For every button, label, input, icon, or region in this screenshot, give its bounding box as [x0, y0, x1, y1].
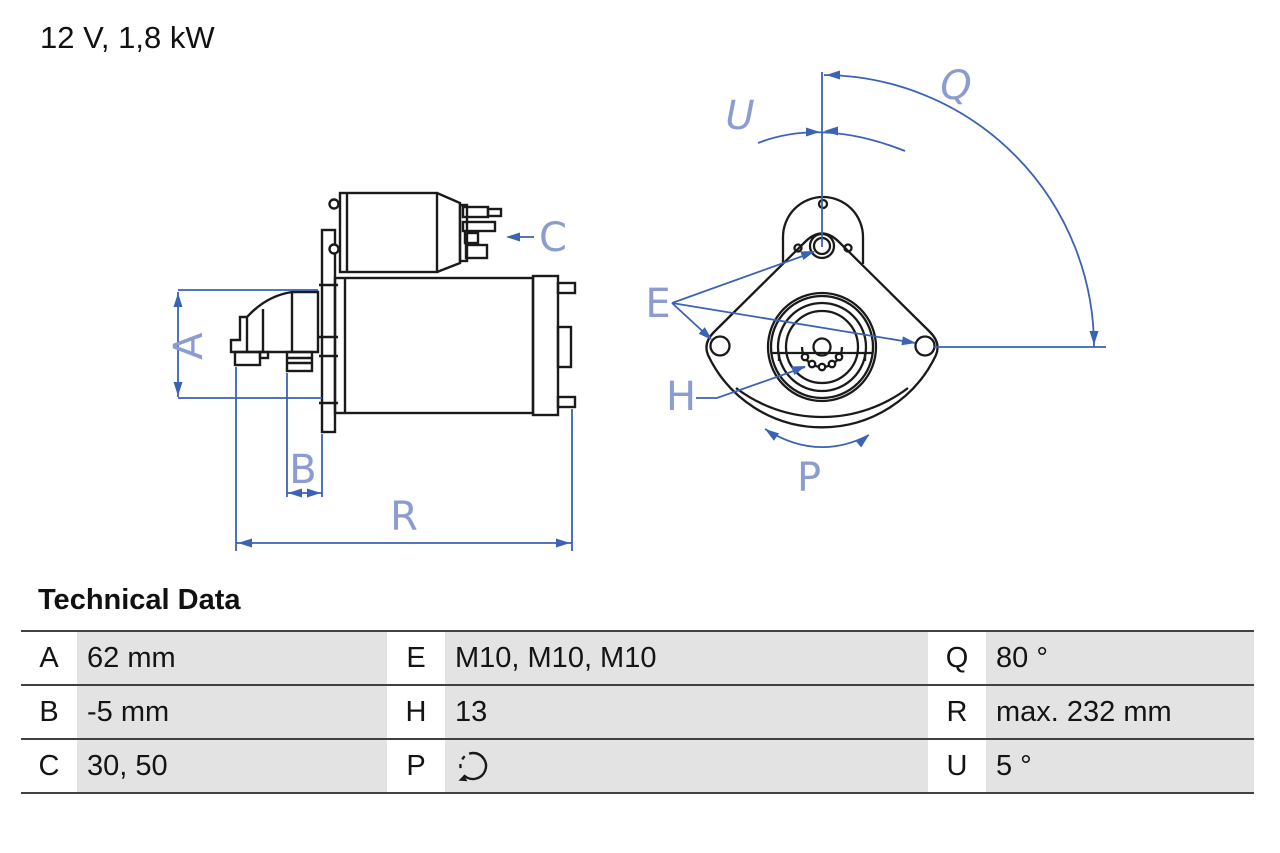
param-value-h: 13: [445, 686, 928, 738]
dim-label-a: A: [166, 332, 212, 360]
table-row: B -5 mm H 13 R max. 232 mm: [21, 684, 1254, 738]
dim-label-e: E: [645, 281, 670, 327]
side-view-arrowheads: [173, 232, 570, 548]
dim-label-q: Q: [940, 63, 971, 109]
dim-label-b: B: [289, 447, 316, 493]
table-row: C 30, 50 P U 5 °: [21, 738, 1254, 794]
table-row: A 62 mm E M10, M10, M10 Q 80 °: [21, 630, 1254, 684]
front-view-drawing: [705, 195, 939, 429]
front-view-arrowheads: [698, 70, 1099, 448]
param-key-a: A: [21, 632, 77, 684]
param-key-e: E: [387, 632, 445, 684]
param-value-q: 80 °: [986, 632, 1254, 684]
page-title: 12 V, 1,8 kW: [40, 20, 215, 55]
param-value-u: 5 °: [986, 740, 1254, 792]
param-value-e: M10, M10, M10: [445, 632, 928, 684]
dim-label-c: C: [539, 215, 567, 261]
dim-label-r: R: [390, 494, 418, 540]
param-key-c: C: [21, 740, 77, 792]
param-key-h: H: [387, 686, 445, 738]
param-value-p: [445, 740, 928, 792]
param-value-b: -5 mm: [77, 686, 387, 738]
technical-data-table: A 62 mm E M10, M10, M10 Q 80 ° B -5 mm H…: [21, 630, 1254, 794]
starter-motor-diagram: A B R C: [166, 63, 1106, 551]
side-view-dimension-labels: A B R C: [166, 215, 567, 540]
front-view-dimension-labels: E H P Q U: [645, 63, 971, 501]
side-view-drawing: [229, 191, 577, 434]
dim-label-u: U: [725, 93, 754, 139]
param-key-r: R: [928, 686, 986, 738]
param-key-b: B: [21, 686, 77, 738]
param-value-c: 30, 50: [77, 740, 387, 792]
param-key-u: U: [928, 740, 986, 792]
side-view-dimension-lines: [177, 236, 573, 551]
dim-label-p: P: [797, 455, 821, 501]
technical-data-heading: Technical Data: [38, 584, 241, 616]
dim-label-h: H: [666, 374, 696, 420]
ccw-rotation-icon: [458, 751, 488, 782]
param-value-r: max. 232 mm: [986, 686, 1254, 738]
param-value-a: 62 mm: [77, 632, 387, 684]
param-key-p: P: [387, 740, 445, 792]
param-key-q: Q: [928, 632, 986, 684]
